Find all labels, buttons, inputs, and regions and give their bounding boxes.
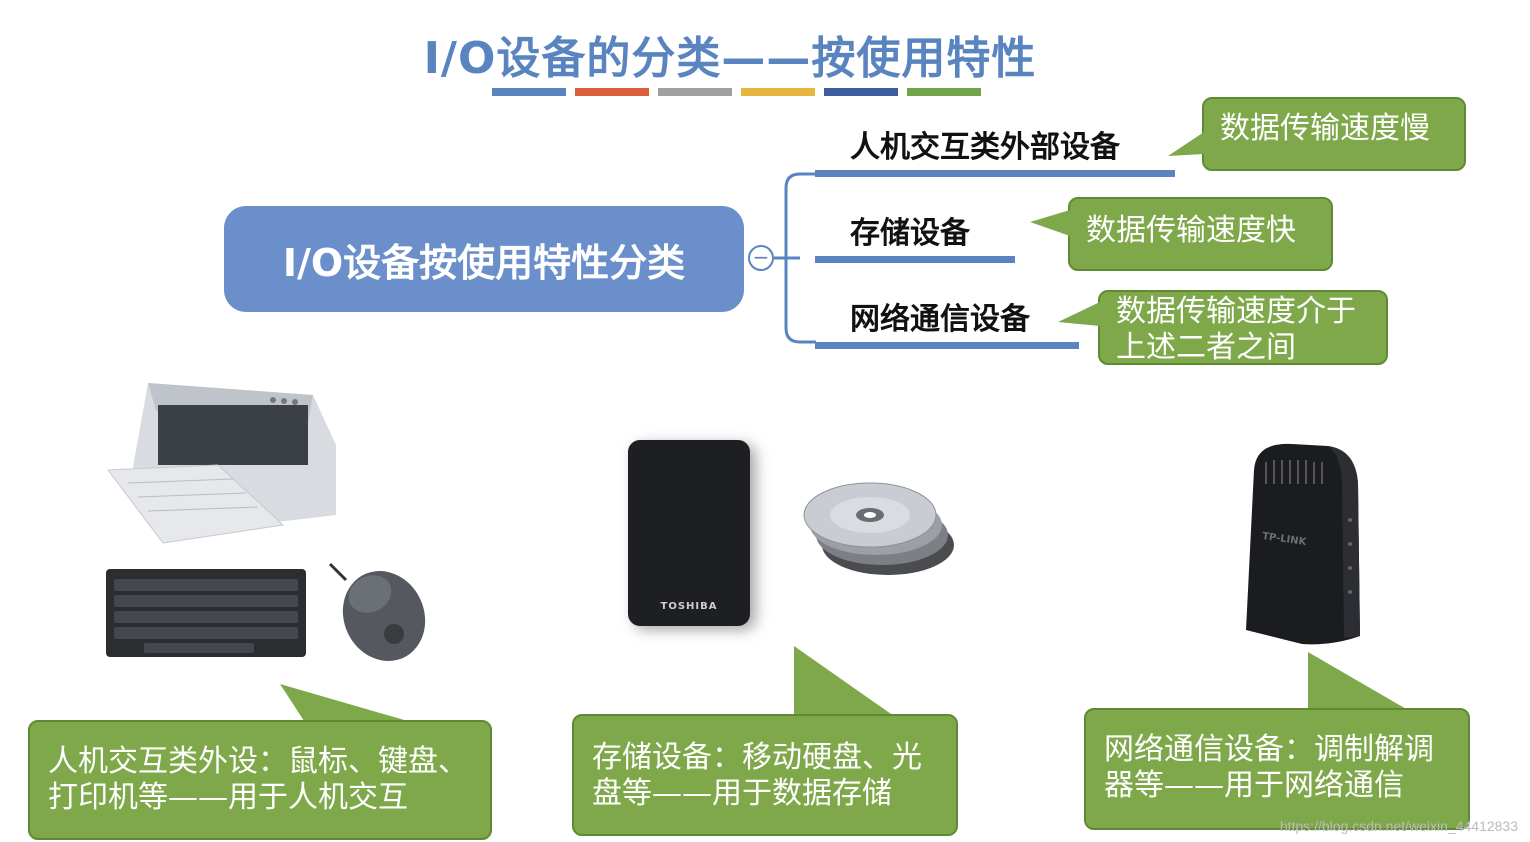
- callout-hci-pointer: [280, 684, 418, 724]
- callout-hci: 人机交互类外设：鼠标、键盘、 打印机等——用于人机交互: [28, 720, 492, 840]
- note-network-speed: 数据传输速度介于 上述二者之间: [1098, 290, 1388, 365]
- watermark: https://blog.csdn.net/weixin_44412833: [1279, 818, 1518, 834]
- callout-network-line1: 网络通信设备：调制解调: [1104, 732, 1434, 767]
- title-underline-4: [741, 88, 815, 96]
- note-storage-speed-text: 数据传输速度快: [1086, 213, 1296, 248]
- note-hci-pointer: [1168, 132, 1204, 156]
- root-node-label: I/O设备按使用特性分类: [282, 240, 686, 285]
- branch-storage-label: 存储设备: [850, 216, 970, 251]
- modem-image: [1246, 443, 1360, 645]
- note-network-speed-line2: 上述二者之间: [1116, 330, 1296, 365]
- callout-network-pointer: [1308, 652, 1408, 710]
- note-network-pointer: [1058, 302, 1100, 326]
- branch-hci-line: [815, 170, 1175, 177]
- branch-network-line: [815, 342, 1079, 349]
- root-node[interactable]: I/O设备按使用特性分类: [224, 206, 744, 312]
- title-underline-1: [492, 88, 566, 96]
- callout-network-line2: 器等——用于网络通信: [1104, 768, 1404, 803]
- note-storage-speed: 数据传输速度快: [1068, 197, 1333, 271]
- optical-discs-image: [803, 482, 954, 575]
- title-underline-2: [575, 88, 649, 96]
- note-network-speed-line1: 数据传输速度介于: [1116, 294, 1356, 329]
- callout-hci-line2: 打印机等——用于人机交互: [48, 780, 408, 815]
- callout-storage-pointer: [794, 646, 894, 716]
- callout-hci-line1: 人机交互类外设：鼠标、键盘、: [48, 744, 468, 779]
- note-hci-speed-text: 数据传输速度慢: [1220, 111, 1430, 146]
- tree-connectors: [774, 172, 816, 344]
- page-title: I/O设备的分类——按使用特性: [423, 33, 1037, 84]
- callout-storage-line1: 存储设备：移动硬盘、光: [592, 740, 922, 775]
- note-storage-pointer: [1030, 210, 1070, 236]
- external-hdd-image: TOSHIBA: [628, 440, 750, 626]
- mouse-image: [328, 562, 426, 661]
- callout-storage: 存储设备：移动硬盘、光 盘等——用于数据存储: [572, 714, 958, 836]
- callout-storage-line2: 盘等——用于数据存储: [592, 776, 892, 811]
- keyboard-image: [106, 569, 306, 657]
- title-underline-3: [658, 88, 732, 96]
- title-underline-5: [824, 88, 898, 96]
- title-underline-6: [907, 88, 981, 96]
- hdd-brand-label: TOSHIBA: [660, 601, 718, 612]
- branch-network-label: 网络通信设备: [850, 302, 1030, 337]
- collapse-toggle-button[interactable]: −: [748, 245, 774, 271]
- branch-storage-line: [815, 256, 1015, 263]
- note-hci-speed: 数据传输速度慢: [1202, 97, 1466, 171]
- printer-image: [108, 383, 336, 544]
- branch-hci-label: 人机交互类外部设备: [850, 130, 1120, 165]
- callout-network: 网络通信设备：调制解调 器等——用于网络通信: [1084, 708, 1470, 830]
